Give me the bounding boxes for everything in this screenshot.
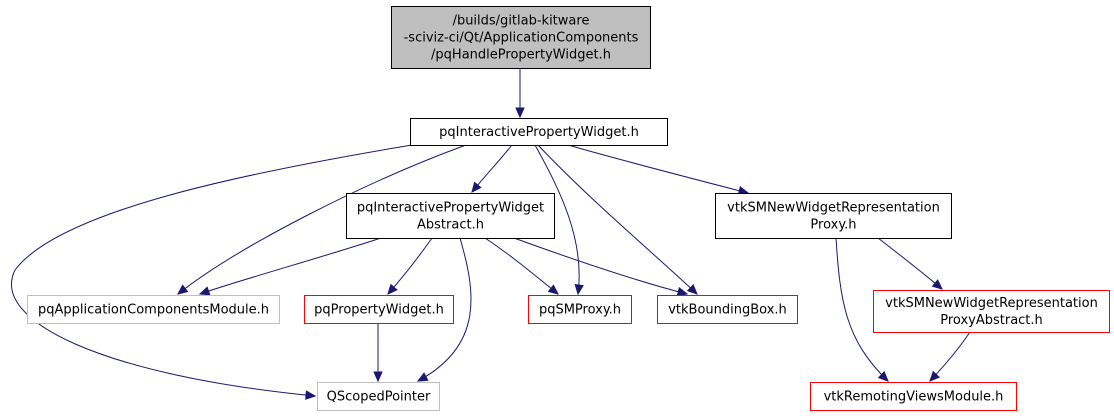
- node-label: pqInteractivePropertyWidget: [357, 201, 544, 216]
- edge-line: [11, 144, 413, 397]
- arrow-head-icon: [931, 279, 943, 290]
- node-label: pqSMProxy.h: [539, 303, 621, 318]
- arrow-head-icon: [547, 284, 559, 295]
- node-box: [410, 118, 668, 146]
- edge-line: [537, 144, 698, 295]
- node-scoped-pointer[interactable]: QScopedPointer: [317, 382, 440, 411]
- edge-interactive-to-scoped-pointer: [11, 144, 413, 400]
- arrow-head-icon: [373, 371, 383, 383]
- node-box: [657, 295, 798, 324]
- edge-line: [199, 237, 382, 295]
- node-box: [528, 295, 632, 324]
- edge-interactive-abstract-to-scoped-pointer: [416, 237, 472, 382]
- node-label: vtkSMNewWidgetRepresentation: [885, 296, 1098, 311]
- edge-line: [534, 144, 580, 295]
- edge-interactive-abstract-to-property-widget: [387, 237, 433, 295]
- arrow-head-icon: [387, 283, 398, 295]
- node-label: /builds/gitlab-kitware: [453, 14, 590, 29]
- node-sm-proxy[interactable]: pqSMProxy.h: [528, 295, 632, 324]
- edge-interactive-to-app-components-module: [177, 144, 467, 295]
- node-bounding-box[interactable]: vtkBoundingBox.h: [657, 295, 798, 324]
- edge-line: [513, 237, 688, 295]
- arrow-head-icon: [574, 284, 584, 296]
- node-box: [304, 295, 454, 324]
- nodes-layer: /builds/gitlab-kitware -sciviz-ci/Qt/Appl…: [27, 6, 1110, 411]
- edge-property-widget-to-scoped-pointer: [373, 323, 383, 383]
- node-box: [873, 290, 1110, 333]
- node-label: /pqHandlePropertyWidget.h: [431, 48, 611, 63]
- node-box: [810, 382, 1017, 411]
- arrow-head-icon: [177, 284, 189, 295]
- arrow-head-icon: [515, 107, 525, 119]
- node-app-components-module[interactable]: pqApplicationComponentsModule.h: [27, 295, 280, 324]
- node-label: Abstract.h: [417, 218, 484, 233]
- edges-layer: [11, 68, 971, 400]
- edge-interactive-to-bounding-box: [537, 144, 698, 295]
- arrow-head-icon: [877, 370, 889, 382]
- edge-interactive-to-new-widget-rep: [567, 144, 750, 196]
- edge-interactive-abstract-to-app-components-module: [198, 237, 382, 296]
- edge-root-to-interactive: [515, 68, 525, 119]
- node-box: [391, 6, 651, 69]
- edge-interactive-to-sm-proxy: [534, 144, 584, 296]
- edge-line: [387, 237, 433, 295]
- node-label: pqApplicationComponentsModule.h: [38, 303, 269, 318]
- edge-line: [877, 237, 943, 290]
- edge-line: [567, 144, 749, 194]
- edge-line: [177, 144, 467, 295]
- edge-interactive-abstract-to-sm-proxy: [484, 237, 559, 295]
- node-label: vtkRemotingViewsModule.h: [824, 390, 1004, 405]
- node-box: [346, 193, 555, 239]
- node-label: pqPropertyWidget.h: [314, 303, 444, 318]
- arrow-head-icon: [686, 283, 698, 295]
- arrow-head-icon: [305, 390, 317, 400]
- node-box: [27, 295, 280, 324]
- edge-new-widget-rep-abstract-to-remoting-views-module: [929, 331, 971, 382]
- node-property-widget[interactable]: pqPropertyWidget.h: [304, 295, 454, 324]
- edge-interactive-abstract-to-bounding-box: [513, 237, 689, 297]
- node-label: Proxy.h: [810, 218, 856, 233]
- edge-line: [835, 237, 889, 382]
- node-box: [715, 193, 952, 239]
- node-label: QScopedPointer: [327, 390, 431, 405]
- arrow-head-icon: [416, 372, 429, 382]
- node-new-widget-rep-abstract[interactable]: vtkSMNewWidgetRepresentationProxyAbstrac…: [873, 290, 1110, 333]
- node-remoting-views-module[interactable]: vtkRemotingViewsModule.h: [810, 382, 1017, 411]
- edge-line: [417, 237, 472, 382]
- arrow-head-icon: [471, 181, 482, 193]
- node-interactive[interactable]: pqInteractivePropertyWidget.h: [410, 118, 668, 146]
- node-label: pqInteractivePropertyWidget.h: [439, 125, 639, 140]
- arrow-head-icon: [929, 370, 941, 382]
- edge-new-widget-rep-to-remoting-views-module: [835, 237, 889, 382]
- arrow-head-icon: [198, 286, 211, 296]
- node-label: -sciviz-ci/Qt/ApplicationComponents: [404, 31, 639, 46]
- node-label: ProxyAbstract.h: [940, 313, 1043, 328]
- node-label: vtkSMNewWidgetRepresentation: [727, 201, 940, 216]
- edge-line: [484, 237, 559, 295]
- node-root[interactable]: /builds/gitlab-kitware -sciviz-ci/Qt/Appl…: [391, 6, 651, 69]
- node-label: vtkBoundingBox.h: [668, 303, 787, 318]
- edge-interactive-to-interactive-abstract: [471, 144, 513, 193]
- arrow-head-icon: [676, 287, 689, 297]
- node-box: [317, 382, 440, 411]
- edge-new-widget-rep-to-new-widget-rep-abstract: [877, 237, 943, 290]
